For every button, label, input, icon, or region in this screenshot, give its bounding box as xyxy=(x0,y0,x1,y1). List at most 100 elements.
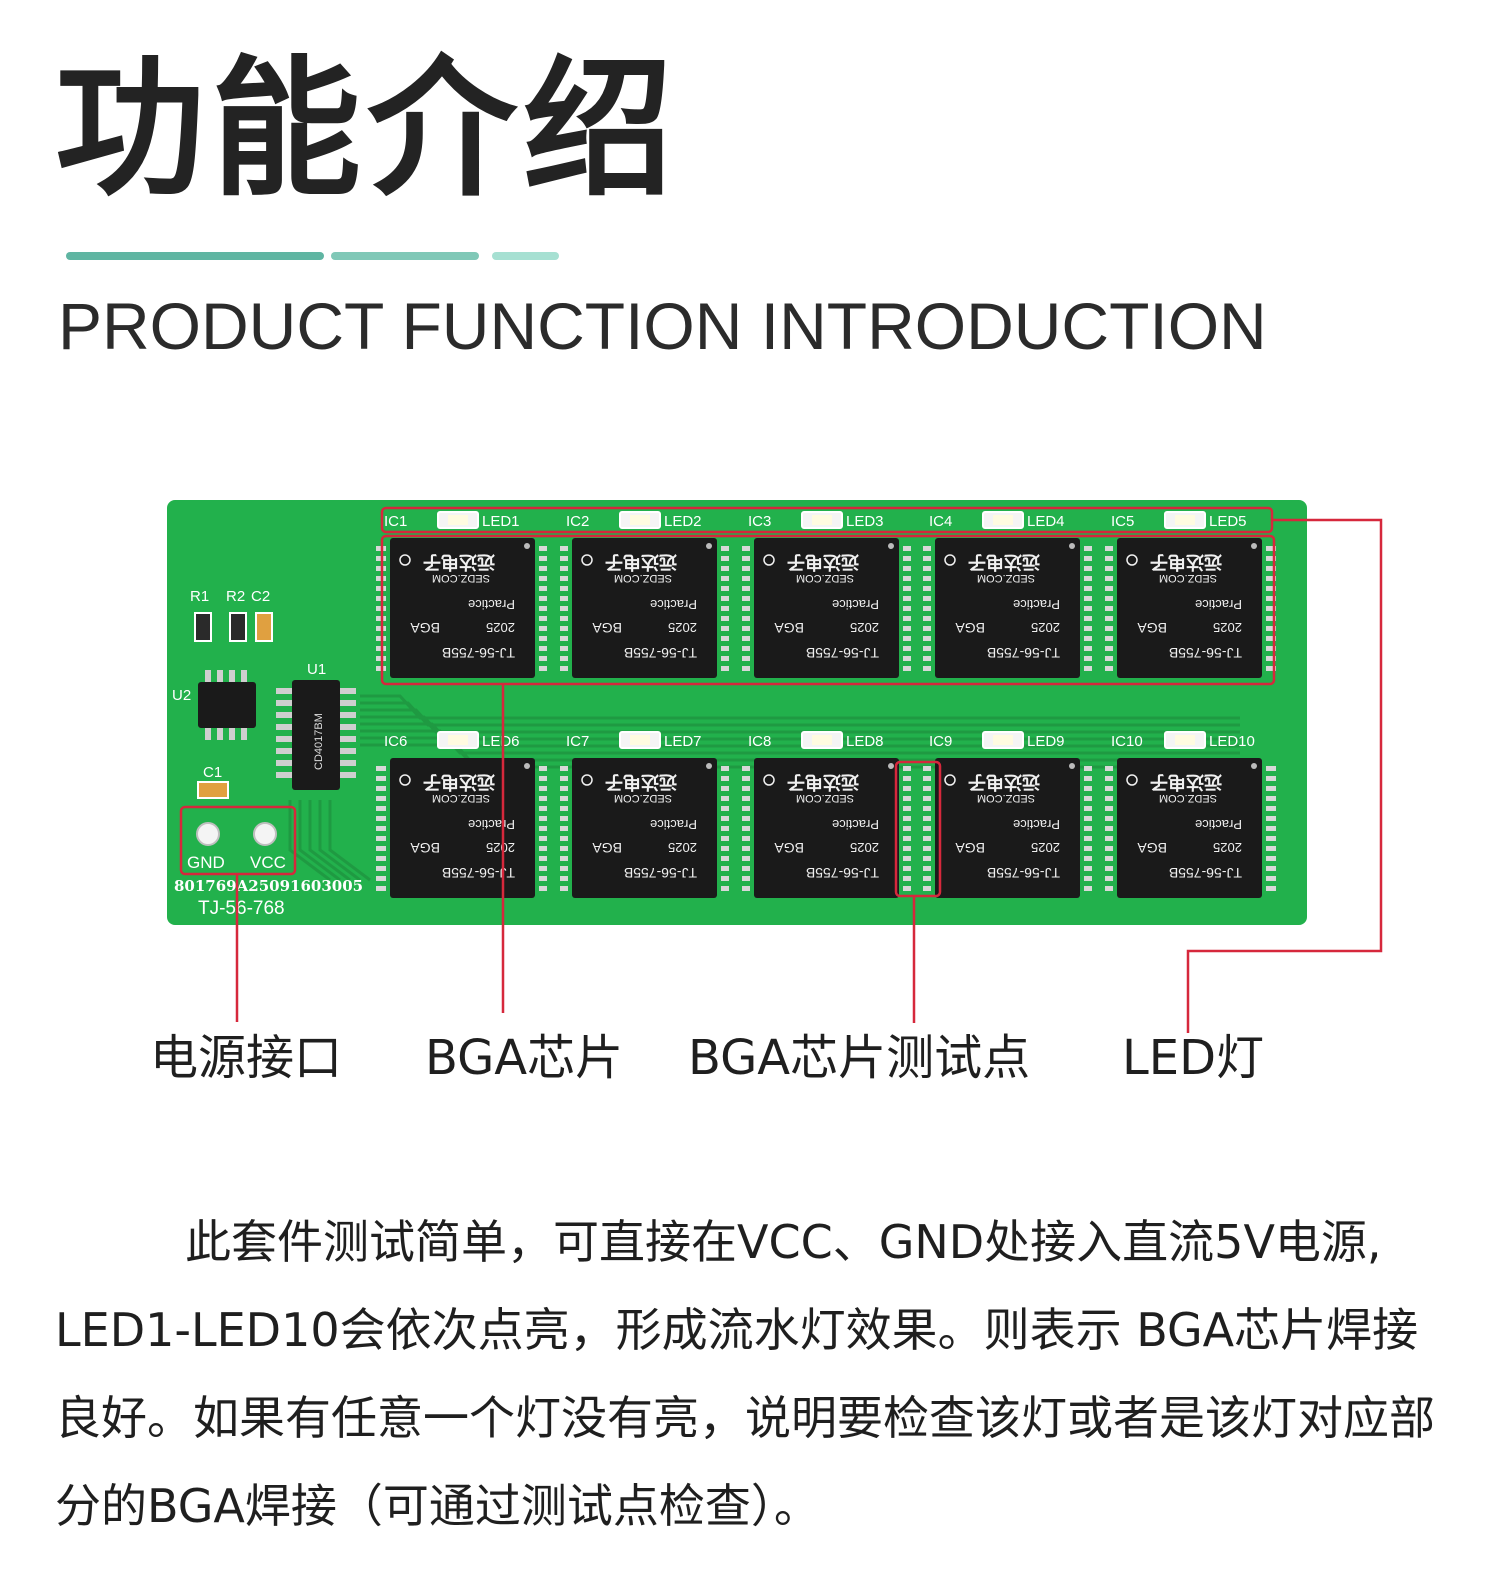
test-point-pad xyxy=(539,836,547,841)
test-point-pad xyxy=(376,546,384,551)
u2-label: U2 xyxy=(172,687,191,704)
test-point-pad xyxy=(539,636,547,641)
test-point-pad xyxy=(742,556,750,561)
registered-mark xyxy=(944,554,956,566)
test-point-pad xyxy=(903,786,911,791)
test-point-pad xyxy=(560,816,568,821)
test-point-pad xyxy=(742,616,750,621)
test-point-pad xyxy=(1268,566,1276,571)
test-point-pad xyxy=(721,796,729,801)
test-point-pad xyxy=(742,786,750,791)
test-point-pad xyxy=(376,626,384,631)
board-id: 801769A25091603005 xyxy=(174,877,363,895)
test-point-pad xyxy=(1084,846,1092,851)
test-point-pad xyxy=(1084,856,1092,861)
callout-bga-test-points: BGA芯片测试点 xyxy=(688,1030,1031,1086)
test-point-pad xyxy=(376,836,384,841)
led-window xyxy=(1175,515,1195,525)
test-point-pad xyxy=(1084,576,1092,581)
highlight-bga-box xyxy=(380,534,1276,686)
test-point-pad xyxy=(539,566,547,571)
test-point-pad xyxy=(539,646,547,651)
test-point-pad xyxy=(1084,546,1092,551)
led-window xyxy=(630,735,650,745)
test-point-pad xyxy=(742,776,750,781)
chip-site: SEDZ.COM xyxy=(977,792,1035,804)
test-point-pad xyxy=(539,576,547,581)
test-point-pad xyxy=(1084,646,1092,651)
test-point-pad xyxy=(1268,836,1276,841)
test-point-pad xyxy=(721,556,729,561)
test-point-pad xyxy=(742,816,750,821)
u1-pin xyxy=(340,748,356,754)
test-point-pad xyxy=(923,546,931,551)
test-point-pad xyxy=(539,826,547,831)
bga-chip-body xyxy=(1117,758,1262,898)
led-label: LED5 xyxy=(1209,513,1247,530)
chip-site: SEDZ.COM xyxy=(432,792,490,804)
test-point-pad xyxy=(721,846,729,851)
chip-brand: 远达电子 xyxy=(605,772,677,793)
test-point-pad xyxy=(1268,546,1276,551)
test-point-pad xyxy=(560,876,568,881)
led-label: LED2 xyxy=(664,513,702,530)
test-point-pad xyxy=(539,856,547,861)
test-point-pad xyxy=(742,636,750,641)
led-label: LED7 xyxy=(664,733,702,750)
chip-part-number: TJ-56-755B xyxy=(806,645,879,661)
chip-part-number: TJ-56-755B xyxy=(1169,645,1242,661)
test-point-pad xyxy=(903,866,911,871)
test-point-pad xyxy=(376,606,384,611)
test-point-pad xyxy=(742,886,750,891)
bga-chip-body xyxy=(390,758,535,898)
chip-note: Practice xyxy=(468,597,515,612)
ic-label: IC8 xyxy=(748,733,771,750)
chip-part-number: TJ-56-755B xyxy=(442,865,515,881)
test-point-pad xyxy=(376,766,384,771)
bga-chip-body xyxy=(572,758,717,898)
test-point-pad xyxy=(1084,636,1092,641)
test-point-pad xyxy=(923,616,931,621)
u1-chip xyxy=(292,680,340,790)
test-point-pad xyxy=(376,656,384,661)
test-point-pad xyxy=(903,836,911,841)
test-point-pad xyxy=(1084,606,1092,611)
test-point-pad xyxy=(1105,866,1113,871)
description-paragraph: 此套件测试简单，可直接在VCC、GND处接入直流5V电源, LED1-LED10… xyxy=(55,1198,1450,1550)
pcb-trace xyxy=(298,800,341,882)
test-point-pad xyxy=(560,776,568,781)
test-point-pad xyxy=(721,606,729,611)
test-point-pad xyxy=(1105,766,1113,771)
pcb-trace xyxy=(308,800,351,882)
chip-year: 2025 xyxy=(486,840,515,855)
chip-site: SEDZ.COM xyxy=(1159,792,1217,804)
chip-brand: 远达电子 xyxy=(787,772,859,793)
test-point-pad xyxy=(376,816,384,821)
test-point-pad xyxy=(539,766,547,771)
bga-chip-body xyxy=(754,758,899,898)
capacitor-c2 xyxy=(255,612,273,642)
test-point-pad xyxy=(923,626,931,631)
test-point-pad xyxy=(539,596,547,601)
test-point-pad xyxy=(721,826,729,831)
test-point-pad xyxy=(903,846,911,851)
test-point-pad xyxy=(1268,766,1276,771)
u2-pin xyxy=(241,670,247,684)
page-title: 功能介绍 xyxy=(55,43,680,217)
test-point-pad xyxy=(903,556,911,561)
test-point-pad xyxy=(1105,666,1113,671)
chip-part-number: TJ-56-755B xyxy=(624,865,697,881)
led-label: LED9 xyxy=(1027,733,1065,750)
test-point-pad xyxy=(903,586,911,591)
u1-pin xyxy=(340,724,356,730)
test-point-pad xyxy=(539,626,547,631)
test-point-pad xyxy=(1268,856,1276,861)
u2-pin xyxy=(229,670,235,684)
